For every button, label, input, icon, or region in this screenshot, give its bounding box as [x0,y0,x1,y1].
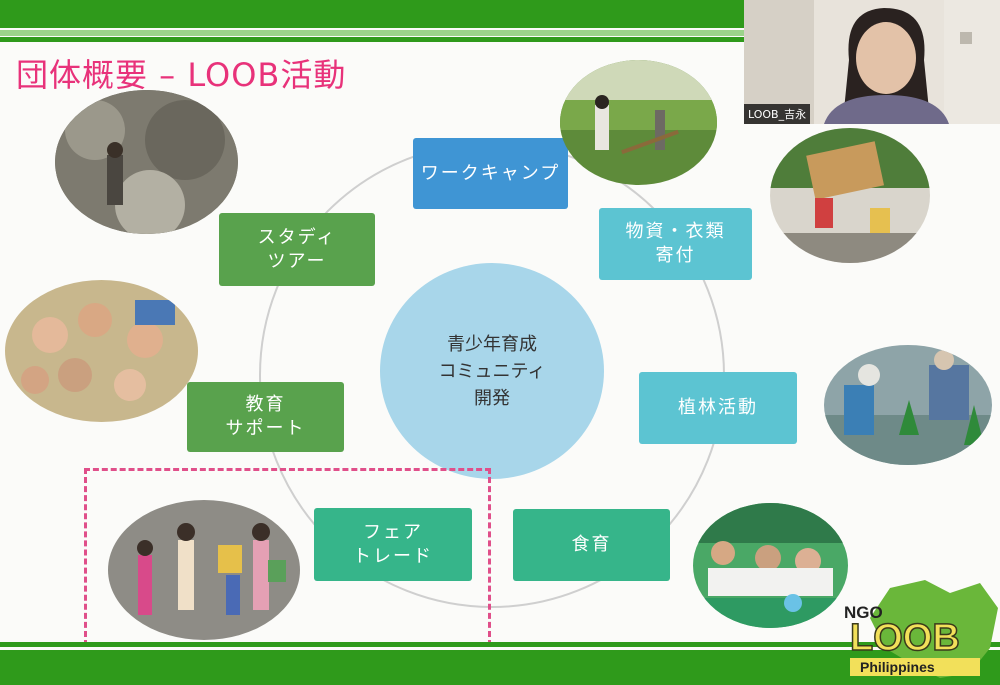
center-line-3: 開発 [474,387,510,409]
photo-image [824,345,992,465]
svg-text:Philippines: Philippines [860,659,935,675]
activity-fair-trade: フェア トレード [314,508,472,581]
photo-image [560,60,717,185]
activity-label: ワークキャンプ [420,162,561,184]
activity-education-support: 教育 サポート [187,382,344,452]
photo-donation [770,128,930,263]
top-light-stripe [0,30,1000,36]
photo-image [5,280,198,422]
activity-donation: 物資・衣類 寄付 [599,208,752,280]
participant-video [744,0,1000,124]
center-line-1: 青少年育成 [447,333,537,355]
center-circle: 青少年育成 コミュニティ 開発 [380,263,604,479]
activity-label: 教育 [245,394,286,415]
activity-label: 植林活動 [678,397,758,418]
photo-fair-trade [108,500,300,640]
photo-image [770,128,930,263]
activity-study-tour: スタディ ツアー [219,213,375,286]
bottom-green-stripe [0,642,1000,647]
logo-graphic: NGO LOOB Philippines [844,580,998,678]
svg-text:NGO: NGO [844,603,883,622]
activity-label: トレード [353,545,433,567]
activity-label: 物資・衣類 [625,221,726,242]
activity-label: 食育 [571,534,612,555]
photo-workcamp [560,60,717,185]
fair-trade-highlight [84,468,491,646]
activity-label: 寄付 [655,245,696,266]
activity-label: スタディ [257,226,337,248]
activity-label: フェア [363,521,423,543]
photo-tree-planting [824,345,992,465]
activity-label: サポート [225,418,306,439]
participant-video-tile[interactable]: LOOB_吉永 [744,0,1000,124]
photo-image [693,503,848,628]
photo-image [55,90,238,234]
center-line-2: コミュニティ [438,360,546,382]
activity-workcamp: ワークキャンプ [413,138,568,209]
participant-name: LOOB_吉永 [744,104,811,124]
activity-food-education: 食育 [513,509,670,581]
activity-label: ツアー [267,250,327,272]
svg-text:LOOB: LOOB [850,617,960,659]
photo-image [108,500,300,640]
bottom-green-bar [0,650,1000,685]
photo-dump-site [55,90,238,234]
photo-school-lunch [693,503,848,628]
photo-children-group [5,280,198,422]
activity-tree-planting: 植林活動 [639,372,797,444]
slide-title: 団体概要 – LOOB活動 [16,56,347,94]
top-green-stripe [0,37,1000,42]
loob-logo: NGO LOOB Philippines [830,578,1000,685]
